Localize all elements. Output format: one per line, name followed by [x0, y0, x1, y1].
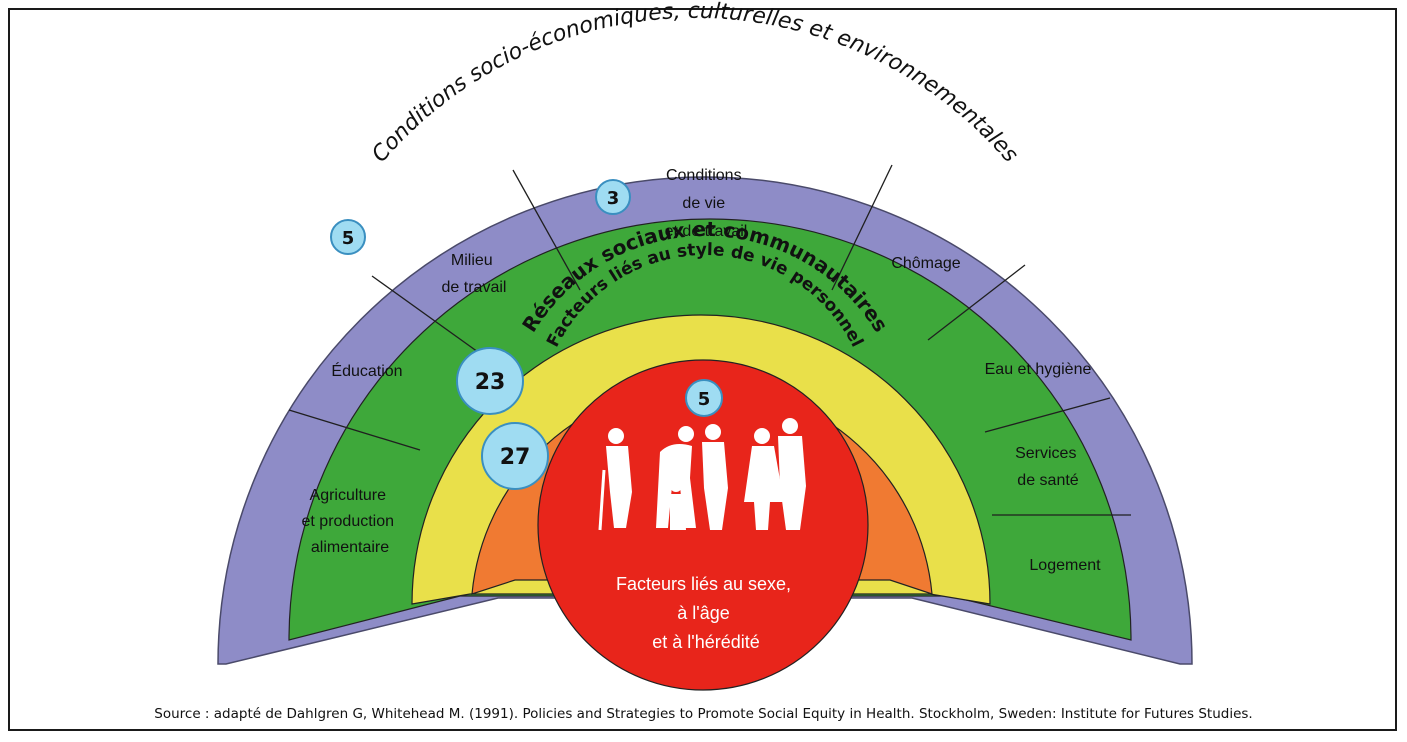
social-ring-badge: 23 — [456, 347, 524, 415]
svg-text:5: 5 — [342, 228, 355, 249]
sector-agriculture: Agriculture et production alimentaire — [302, 487, 399, 556]
sector-dividers — [288, 164, 1131, 516]
source-caption: Source : adapté de Dahlgren G, Whitehead… — [154, 706, 1253, 722]
core-label: Facteurs liés au sexe, à l'âge et à l'hé… — [616, 574, 796, 652]
sector-education: Éducation — [331, 361, 402, 380]
sector-health-services: Services de santé — [1015, 445, 1081, 489]
svg-text:27: 27 — [500, 445, 531, 470]
svg-text:3: 3 — [607, 188, 620, 209]
living-conditions-badge: 3 — [595, 179, 631, 215]
sector-work-environment: Milieu de travail — [442, 252, 507, 296]
outer-band-title: Conditions socio-économiques, culturelle… — [367, 0, 1022, 167]
outer-band-badge: 5 — [330, 219, 366, 255]
core-badge: 5 — [685, 379, 723, 417]
people-silhouettes-icon — [598, 418, 806, 531]
sector-housing: Logement — [1029, 557, 1101, 574]
svg-text:5: 5 — [698, 389, 711, 410]
lifestyle-ring-badge: 27 — [481, 422, 549, 490]
sector-water-hygiene: Eau et hygiène — [985, 361, 1092, 378]
sector-unemployment: Chômage — [891, 255, 960, 272]
svg-text:23: 23 — [475, 370, 506, 395]
sector-living-conditions: Conditions de vie et de travail — [665, 167, 748, 240]
